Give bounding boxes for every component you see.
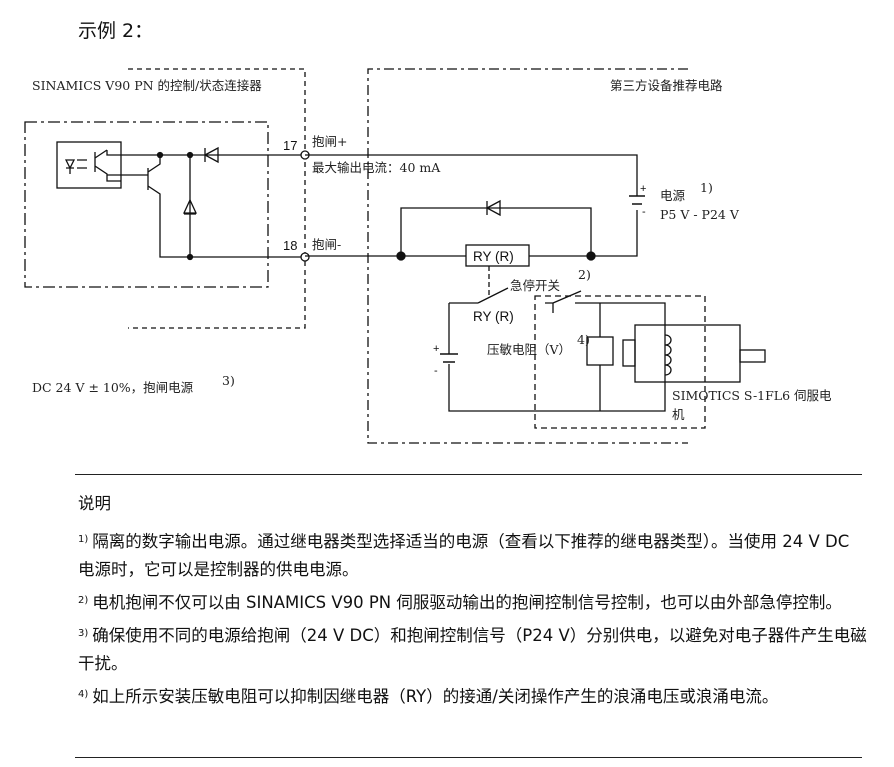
notes-section: 说明 1)隔离的数字输出电源。通过继电器类型选择适当的电源（查看以下推荐的继电器… xyxy=(78,490,868,714)
estop-ref: 2) xyxy=(578,267,591,282)
motor-label: SIMOTICS S-1FL6 伺服电 xyxy=(672,388,832,403)
brake-circuit-wire xyxy=(448,287,666,412)
motor-body xyxy=(634,324,741,383)
diode-icon xyxy=(182,198,198,215)
relay-coil xyxy=(465,244,530,267)
pin-18-number: 18 xyxy=(283,238,297,253)
motor-label-cont: 机 xyxy=(672,407,685,422)
relay-coil-label: RY (R) xyxy=(473,249,514,264)
note-ref: 3) xyxy=(78,628,89,639)
note-ref: 4) xyxy=(78,689,89,700)
optocoupler-symbol xyxy=(64,149,121,182)
brake-coil-icon xyxy=(664,334,672,376)
note-text: 电机抱闸不仅可以由 SINAMICS V90 PN 伺服驱动输出的抱闸控制信号控… xyxy=(92,593,842,612)
note-item: 3)确保使用不同的电源给抱闸（24 V DC）和抱闸控制信号（P24 V）分别供… xyxy=(78,620,868,678)
plus-sign: + xyxy=(640,183,646,195)
max-current-label: 最大输出电流：40 mA xyxy=(312,160,441,175)
third-party-label: 第三方设备推荐电路 xyxy=(610,78,723,93)
divider-top xyxy=(75,474,862,475)
note-text: 确保使用不同的电源给抱闸（24 V DC）和抱闸控制信号（P24 V）分别供电，… xyxy=(78,626,867,673)
varistor-label: 压敏电阻（V） xyxy=(487,342,571,357)
note-ref: 2) xyxy=(78,595,89,606)
note-item: 1)隔离的数字输出电源。通过继电器类型选择适当的电源（查看以下推荐的继电器类型）… xyxy=(78,526,868,584)
drive-connector-label: SINAMICS V90 PN 的控制/状态连接器 xyxy=(32,78,262,93)
relay-contact-label: RY (R) xyxy=(473,309,514,324)
brake-supply-ref: 3) xyxy=(222,373,235,388)
battery-icon xyxy=(629,195,645,205)
motor-shaft xyxy=(739,349,766,363)
motor-boundary xyxy=(534,295,706,429)
pin-17-number: 17 xyxy=(283,138,297,153)
example-title: 示例 2： xyxy=(78,20,154,42)
relay-diode-loop xyxy=(400,207,592,256)
node-dot xyxy=(586,251,596,261)
varistor-ref: 4) xyxy=(577,332,590,347)
power-ref: 1) xyxy=(700,180,713,195)
optocoupler xyxy=(56,141,122,189)
minus-sign: - xyxy=(434,365,438,377)
terminal-18 xyxy=(300,252,310,262)
plus-sign: + xyxy=(433,343,439,355)
pin-17-label: 抱闸+ xyxy=(312,134,347,149)
diode-icon xyxy=(203,146,219,164)
notes-heading: 说明 xyxy=(78,494,111,513)
brake-block xyxy=(622,339,636,367)
battery-icon xyxy=(440,353,458,363)
power-label: 电源 xyxy=(660,188,686,203)
node-dot xyxy=(186,253,194,261)
diode-icon xyxy=(485,199,501,217)
node-dot xyxy=(186,151,194,159)
drive-boundary xyxy=(128,68,306,329)
power-range: P5 V - P24 V xyxy=(660,207,740,222)
transistor xyxy=(107,155,305,258)
note-item: 4)如上所示安装压敏电阻可以抑制因继电器（RY）的接通/关闭操作产生的浪涌电压或… xyxy=(78,681,868,711)
note-ref: 1) xyxy=(78,534,89,545)
pin-18-label: 抱闸- xyxy=(312,237,341,252)
wiring-diagram: SINAMICS V90 PN 的控制/状态连接器 17 抱闸+ 最大输出电流：… xyxy=(24,68,832,444)
node-dot xyxy=(156,151,164,159)
minus-sign: - xyxy=(642,206,646,218)
divider-bottom xyxy=(75,757,862,758)
node-dot xyxy=(396,251,406,261)
note-text: 隔离的数字输出电源。通过继电器类型选择适当的电源（查看以下推荐的继电器类型）。当… xyxy=(78,532,850,579)
estop-label: 急停开关 xyxy=(510,278,560,293)
note-text: 如上所示安装压敏电阻可以抑制因继电器（RY）的接通/关闭操作产生的浪涌电压或浪涌… xyxy=(92,687,779,706)
brake-signal-wire xyxy=(305,154,638,257)
output-circuit-box xyxy=(24,121,269,288)
varistor xyxy=(586,336,614,366)
brake-supply-label: DC 24 V ± 10%，抱闸电源 xyxy=(32,380,194,395)
wire-17-internal xyxy=(106,150,305,156)
note-item: 2)电机抱闸不仅可以由 SINAMICS V90 PN 伺服驱动输出的抱闸控制信… xyxy=(78,587,868,617)
